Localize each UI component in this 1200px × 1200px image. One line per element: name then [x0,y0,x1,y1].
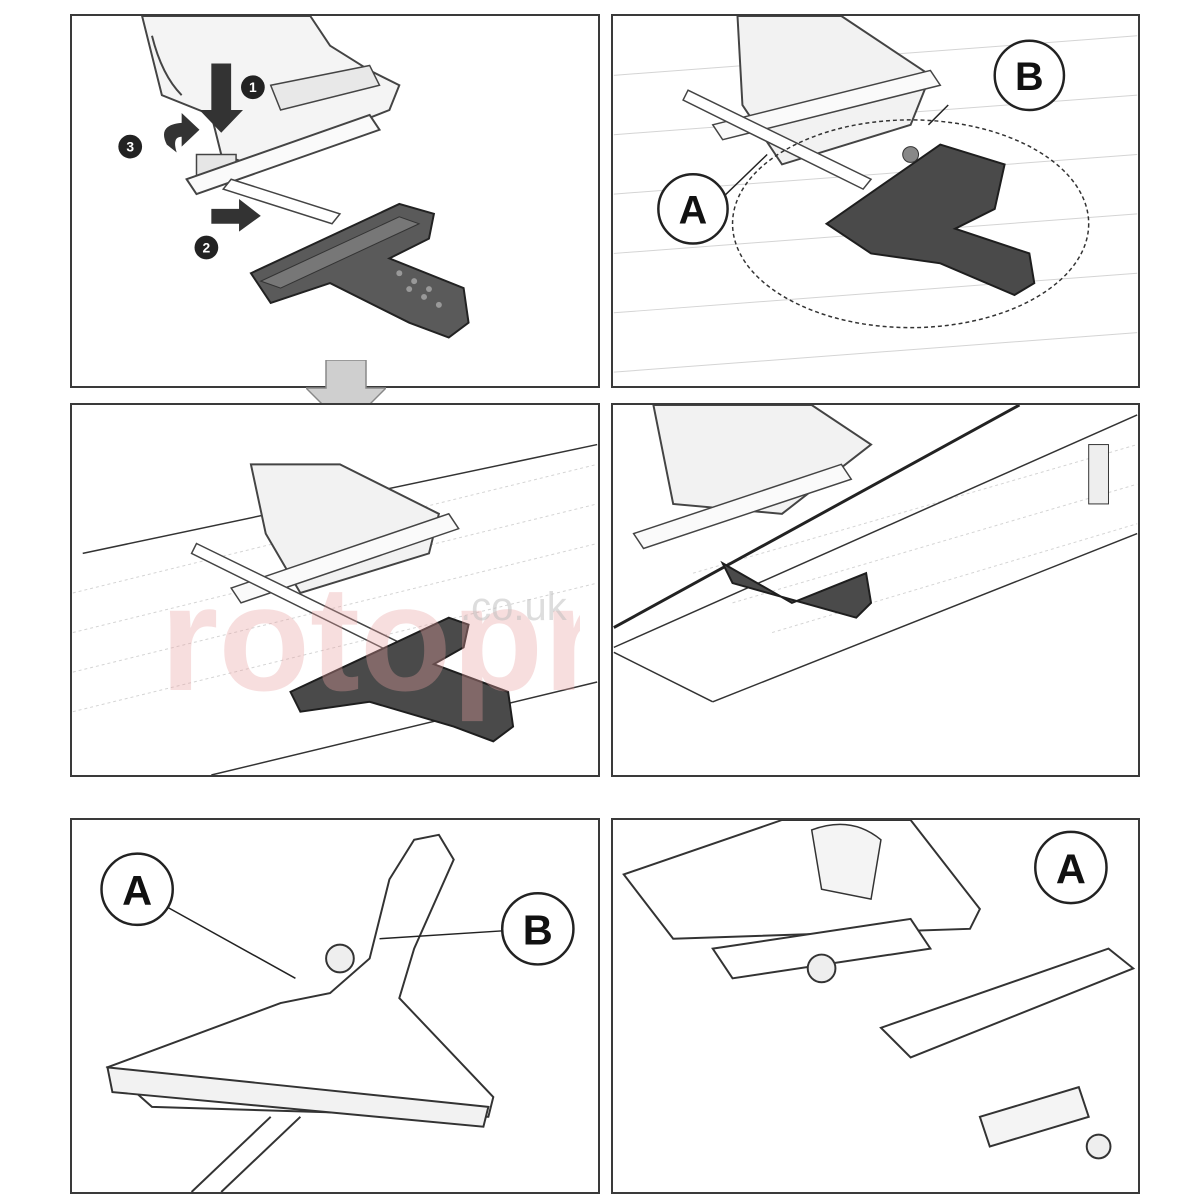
callout-a [657,173,729,245]
step-1-label: 1 [249,79,257,95]
callout-a [100,852,174,927]
thumb-screw [325,943,355,974]
parallel-guide [249,202,470,339]
clamp [1088,444,1109,505]
thumb-screw [902,146,920,163]
panel-baseplate-detail: A [611,818,1140,1194]
callout-b-label: B [523,907,553,954]
step-2-label: 2 [203,239,211,255]
jigsaw-body [249,463,441,595]
circle-guide [824,143,1036,297]
callout-a-label: A [1056,845,1086,892]
panel-attach-guide: 1 2 3 [70,14,600,388]
guide-rail [879,947,1136,1059]
attach-guide-illustration: 1 2 3 [118,16,470,339]
panel-edge-cut [611,403,1140,777]
callout-b [500,891,575,966]
panel-guide-attached [70,403,600,777]
panel-guide-adjust: A B [611,14,1140,388]
slide-in-arrow-icon [211,199,261,232]
panel-guide-detail: A B [70,818,600,1194]
down-push-arrow-icon [199,63,243,133]
step-1-badge [241,75,265,100]
step-3-label: 3 [126,139,134,155]
guide-bar [221,178,342,225]
baseplate-detail-illustration: A [622,820,1136,1160]
rotate-arrow-icon [163,112,200,153]
callout-b-label: B [1015,55,1044,99]
step-3-badge [118,134,143,159]
callout-a-label: A [679,189,708,233]
callout-a [1034,830,1108,905]
guide-arm [711,917,933,980]
thumb-screw [806,953,837,984]
callout-a-label: A [122,867,152,914]
thumb-screw [1085,1133,1112,1160]
guide-attached-illustration [72,443,598,775]
callout-b [993,39,1066,112]
cut-circle-path [731,119,1090,329]
step-2-badge [194,235,219,260]
guide-detail-illustration: A B [100,833,575,1192]
jigsaw-body [736,16,932,166]
guide-adjust-illustration: A B [613,16,1138,373]
edge-cut-illustration [613,405,1138,703]
jigsaw-base-plate [622,820,982,940]
parallel-guide [720,560,873,619]
guide-bar [682,89,873,191]
guide-clamp [978,1085,1090,1148]
parallel-guide [289,616,515,743]
